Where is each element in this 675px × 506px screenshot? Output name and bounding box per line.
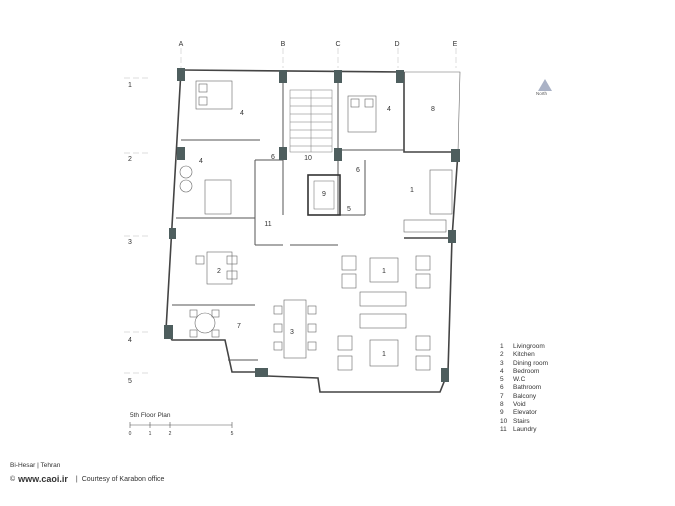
scale-tick-2: 2 — [169, 431, 172, 437]
legend-num: 7 — [500, 392, 504, 400]
room-livingroom-2: 1 — [382, 268, 386, 275]
legend-num: 5 — [500, 376, 504, 384]
legend-item: 1 Livingroom — [500, 343, 548, 351]
furniture — [179, 80, 453, 371]
grid-lines — [124, 48, 457, 374]
legend-name: Void — [513, 401, 526, 409]
legend-num: 1 — [500, 343, 504, 350]
legend-num: 9 — [500, 409, 504, 417]
legend-num: 3 — [500, 359, 504, 367]
legend-name: W.C — [513, 376, 526, 384]
grid-row-1: 1 — [128, 82, 132, 89]
legend-name: Stairs — [513, 417, 530, 425]
stairs-drawing — [289, 89, 333, 153]
elevator-shaft — [307, 174, 341, 216]
website-url: www.caoi.ir — [18, 474, 68, 484]
legend-item: 4 Bedroom — [500, 368, 548, 376]
legend-name: Kitchen — [513, 351, 535, 359]
void-outline — [404, 71, 461, 153]
grid-col-a: A — [179, 41, 184, 48]
room-laundry: 11 — [264, 221, 271, 228]
legend-name: Dining room — [513, 359, 549, 367]
legend-name: Laundry — [513, 425, 537, 433]
room-bedroom-2: 4 — [387, 106, 391, 113]
plan-title: 5th Floor Plan — [130, 412, 171, 419]
room-bathroom-1: 6 — [271, 154, 275, 161]
outer-walls — [165, 69, 459, 393]
room-bedroom-1: 4 — [240, 110, 244, 117]
legend-item: 8 Void — [500, 401, 548, 409]
room-dining: 3 — [290, 329, 294, 336]
legend-num: 8 — [500, 401, 504, 409]
legend-item: 9 Elevator — [500, 409, 548, 417]
legend-item: 3 Dining room — [500, 360, 548, 368]
room-void: 8 — [431, 106, 435, 113]
grid-row-2: 2 — [128, 156, 132, 163]
scale-tick-1: 1 — [149, 431, 152, 437]
north-arrow-icon — [538, 79, 552, 91]
credit-line: © www.caoi.ir | Courtesy of Karabon offi… — [10, 474, 164, 484]
legend-name: Elevator — [513, 409, 537, 417]
grid-col-e: E — [453, 41, 458, 48]
scale-tick-0: 0 — [129, 431, 132, 437]
legend-name: Balcony — [513, 392, 537, 400]
legend-num: 4 — [500, 367, 504, 375]
grid-row-4: 4 — [128, 337, 132, 344]
legend: 1 Livingroom 2 Kitchen 3 Dining room 4 Bedro… — [500, 343, 548, 434]
legend-item: 6 Bathroom — [500, 384, 548, 392]
room-stairs: 10 — [304, 155, 312, 162]
legend-item: 5 W.C — [500, 376, 548, 384]
room-balcony: 7 — [237, 323, 241, 330]
legend-item: 10 Stairs — [500, 418, 548, 426]
legend-num: 11 — [500, 425, 507, 433]
grid-col-c: C — [335, 41, 340, 48]
scale-tick-5: 5 — [231, 431, 234, 437]
legend-item: 11 Laundry — [500, 426, 548, 434]
legend-name: Bathroom — [513, 384, 542, 392]
legend-num: 10 — [500, 417, 508, 425]
interior-walls — [172, 72, 404, 361]
credit-separator: | — [75, 475, 78, 483]
legend-name: Bedroom — [513, 367, 540, 375]
room-wc: 5 — [347, 206, 351, 213]
project-caption: Bi-Hesar | Tehran — [10, 462, 61, 469]
room-elevator: 9 — [322, 191, 326, 198]
legend-item: 7 Balcony — [500, 393, 548, 401]
copyright-symbol: © — [10, 475, 16, 483]
room-livingroom-3: 1 — [382, 351, 386, 358]
legend-num: 2 — [500, 351, 504, 359]
north-label: North — [536, 91, 548, 96]
legend-num: 6 — [500, 384, 504, 392]
scale-bar — [129, 422, 233, 428]
room-livingroom-1: 1 — [410, 187, 414, 194]
courtesy-text: Courtesy of Karabon office — [81, 475, 165, 483]
room-kitchen: 2 — [217, 268, 221, 275]
room-bathroom-2: 6 — [356, 167, 360, 174]
grid-row-5: 5 — [128, 378, 132, 385]
grid-row-3: 3 — [128, 239, 132, 246]
legend-name: Livingroom — [513, 343, 545, 350]
grid-col-d: D — [394, 41, 399, 48]
grid-col-b: B — [281, 41, 286, 48]
structural-columns — [164, 68, 460, 382]
room-bedroom-3: 4 — [199, 158, 203, 165]
legend-item: 2 Kitchen — [500, 351, 548, 359]
